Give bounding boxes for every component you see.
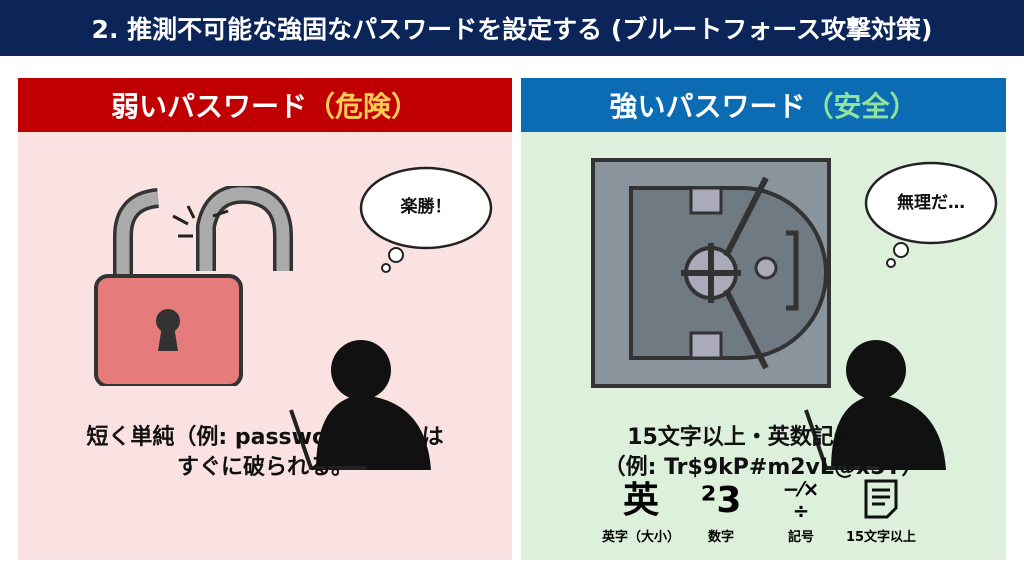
page-title: 2. 推測不可能な強固なパスワードを設定する (ブルートフォース攻撃対策) [0, 0, 1024, 56]
numbers-label: 数字 [707, 530, 734, 545]
strong-heading-accent: （安全） [805, 90, 918, 123]
symbols-label: 記号 [787, 530, 814, 545]
length-requirement: 15文字以上 [841, 478, 921, 545]
strong-password-panel: 強いパスワード（安全） 無理だ… 15文字以上・英数記号混在 （例: Tr$9k… [521, 78, 1006, 560]
thought-bubble-icon [359, 166, 493, 273]
symbols-icon: −⁄×÷ [782, 477, 820, 523]
hacker-figure-icon [804, 340, 946, 470]
numbers-icon: ²3 [700, 480, 742, 521]
document-list-icon [863, 478, 899, 524]
thought-bubble-icon [864, 161, 998, 268]
strong-heading: 強いパスワード [609, 90, 806, 123]
hacker-figure-icon [289, 340, 431, 470]
requirement-icons: 英英字（大小） ²3 数字 −⁄×÷ 記号 15文字以上 [601, 478, 921, 545]
symbols-requirement: −⁄×÷ 記号 [761, 478, 841, 545]
strong-bubble-text: 無理だ… [897, 193, 965, 213]
weak-heading: 弱いパスワード [110, 90, 307, 123]
weak-password-panel: 弱いパスワード（危険） 楽勝！ 短く単純（例: password123）は すぐ… [18, 78, 512, 560]
strong-caption-line1: 15文字以上・英数記号混在 [627, 425, 900, 450]
length-label: 15文字以上 [845, 530, 917, 545]
weak-panel-header: 弱いパスワード（危険） [18, 78, 512, 132]
letters-requirement: 英英字（大小） [601, 478, 681, 545]
vault-door-icon [591, 158, 831, 388]
strong-panel-header: 強いパスワード（安全） [521, 78, 1006, 132]
numbers-requirement: ²3 数字 [681, 478, 761, 545]
broken-padlock-icon [94, 186, 293, 386]
strong-caption-line2: （例: Tr$9kP#m2vL@x5Y） [603, 455, 924, 480]
weak-heading-accent: （危険） [307, 90, 420, 123]
weak-caption-line1: 短く単純（例: password123）は [86, 425, 444, 450]
letters-label: 英字（大小） [601, 530, 680, 545]
weak-caption-line2: すぐに破られる。 [176, 455, 353, 480]
weak-bubble-text: 楽勝！ [400, 197, 452, 217]
letters-icon: 英 [622, 480, 659, 521]
